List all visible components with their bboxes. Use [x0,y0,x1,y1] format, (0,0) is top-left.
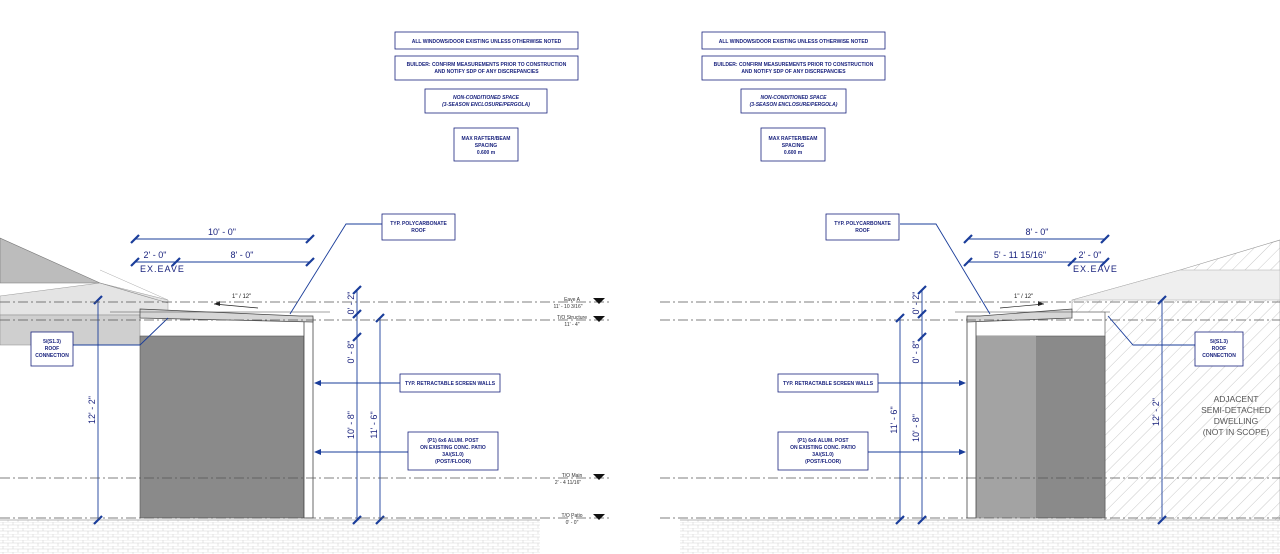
svg-text:TYP. POLYCARBONATE: TYP. POLYCARBONATE [390,221,447,227]
svg-text:TYP. RETRACTABLE SCREEN WALLS: TYP. RETRACTABLE SCREEN WALLS [405,381,496,387]
dim-main-right: 5' - 11 15/16" [994,250,1046,260]
svg-text:(P1) 6x6 ALUM. POST: (P1) 6x6 ALUM. POST [797,438,848,444]
note-rafter-2-right: SPACING [782,143,805,149]
dim-c-right: 10' - 8" [911,414,921,442]
note-nc-1-left: NON-CONDITIONED SPACE [453,95,520,101]
svg-text:TYP. POLYCARBONATE: TYP. POLYCARBONATE [834,221,891,227]
dim-top-right: 8' - 0" [1026,227,1049,237]
note-builder-2-right: AND NOTIFY SDP OF ANY DISCREPANCIES [741,69,846,75]
note-builder-1-left: BUILDER: CONFIRM MEASUREMENTS PRIOR TO C… [407,62,567,68]
left-elevation: 1" / 12" 10' - 0" 2' - 0" 8' - 0" EX.EAV… [0,213,540,554]
svg-text:(POST/FLOOR): (POST/FLOOR) [805,459,841,465]
enclosure-wall-left [139,335,305,519]
svg-text:ROOF: ROOF [45,346,59,352]
svg-text:DWELLING: DWELLING [1214,416,1258,426]
dim-main-left: 8' - 0" [231,250,254,260]
note-builder-1-right: BUILDER: CONFIRM MEASUREMENTS PRIOR TO C… [714,62,874,68]
dim-total-right: 12' - 2" [1151,398,1161,426]
svg-text:ROOF: ROOF [1212,346,1226,352]
roof-tag-right: TYP. POLYCARBONATE ROOF [825,213,900,241]
note-rafter-2-left: SPACING [475,143,498,149]
svg-text:SEMI-DETACHED: SEMI-DETACHED [1201,405,1271,415]
dim-d-right: 11' - 6" [889,406,899,433]
dim-c-left: 10' - 8" [346,411,356,439]
dim-b-left: 0' - 8" [346,341,356,364]
post-tag-right: (P1) 6x6 ALUM. POST ON EXISTING CONC. PA… [777,431,869,471]
dim-b-right: 0' - 8" [911,341,921,364]
adjacent-dwelling-label: ADJACENT SEMI-DETACHED DWELLING (NOT IN … [1201,394,1271,437]
svg-text:(P1) 6x6 ALUM. POST: (P1) 6x6 ALUM. POST [427,438,478,444]
notes-right: ALL WINDOWS/DOOR EXISTING UNLESS OTHERWI… [701,31,886,162]
note-rafter-3-right: 0.600 m [784,150,803,156]
svg-text:5/(S1.3): 5/(S1.3) [1210,339,1228,345]
level-tos-name: T/O Structure [557,315,587,321]
post-tag-left: (P1) 6x6 ALUM. POST ON EXISTING CONC. PA… [407,431,499,471]
svg-text:(POST/FLOOR): (POST/FLOOR) [435,459,471,465]
note-rafter-3-left: 0.600 m [477,150,496,156]
dim-eave-right: 2' - 0" [1079,250,1102,260]
post-left [303,317,314,519]
svg-text:ON EXISTING CONC. PATIO: ON EXISTING CONC. PATIO [420,445,486,451]
note-rafter-1-right: MAX RAFTER/BEAM [769,136,818,142]
roof-tag-left: TYP. POLYCARBONATE ROOF [381,213,456,241]
svg-text:3A/(S1.0): 3A/(S1.0) [812,452,834,458]
dim-a-left: 0' - 2" [346,292,356,315]
svg-text:5/(S1.3): 5/(S1.3) [43,339,61,345]
notes-left: ALL WINDOWS/DOOR EXISTING UNLESS OTHERWI… [394,31,579,162]
note-nc-1-right: NON-CONDITIONED SPACE [760,95,827,101]
level-patio-name: T/O Patio [561,513,582,519]
level-patio-value: 0' - 0" [566,520,579,526]
ground-left [0,520,540,554]
ground-right [680,520,1280,554]
svg-text:ROOF: ROOF [855,228,869,234]
dim-d-left: 11' - 6" [369,411,379,438]
roof-connection-tag-right: 5/(S1.3) ROOF CONNECTION [1194,331,1244,367]
svg-text:ON EXISTING CONC. PATIO: ON EXISTING CONC. PATIO [790,445,856,451]
note-windows-left: ALL WINDOWS/DOOR EXISTING UNLESS OTHERWI… [412,39,562,45]
slope-label-left: 1" / 12" [232,294,251,300]
existing-roof-left [0,237,101,284]
dim-total-left: 12' - 2" [87,396,97,424]
post-right [966,317,977,519]
svg-text:ADJACENT: ADJACENT [1214,394,1259,404]
dim-a-right: 0' - 2" [911,292,921,315]
svg-text:CONNECTION: CONNECTION [35,353,69,359]
slope-label-right: 1" / 12" [1014,294,1033,300]
note-builder-2-left: AND NOTIFY SDP OF ANY DISCREPANCIES [434,69,539,75]
level-lines-left: Eave A 11' - 10 3/16" T/O Structure 11' … [0,297,610,526]
svg-text:3A/(S1.0): 3A/(S1.0) [442,452,464,458]
note-nc-2-right: (3-SEASON ENCLOSURE/PERGOLA) [750,102,838,108]
svg-text:ROOF: ROOF [411,228,425,234]
level-main-value: 2' - 4 11/16" [555,480,581,486]
level-main-name: T/O Main [562,473,583,479]
note-rafter-1-left: MAX RAFTER/BEAM [462,136,511,142]
svg-text:CONNECTION: CONNECTION [1202,353,1236,359]
note-windows-right: ALL WINDOWS/DOOR EXISTING UNLESS OTHERWI… [719,39,869,45]
right-elevation: 1" / 12" 8' - 0" 5' - 11 15/16" 2' - 0" … [660,213,1280,554]
level-eave-name: Eave A [564,297,581,303]
ex-eave-right: EX.EAVE [1073,264,1118,274]
svg-text:(NOT IN SCOPE): (NOT IN SCOPE) [1203,427,1270,437]
level-tos-value: 11' - 4" [564,322,579,328]
level-eave-value: 11' - 10 3/16" [553,304,582,310]
dim-eave-left: 2' - 0" [144,250,167,260]
svg-text:TYP. RETRACTABLE SCREEN WALLS: TYP. RETRACTABLE SCREEN WALLS [783,381,874,387]
screen-wall-tag-left: TYP. RETRACTABLE SCREEN WALLS [399,373,501,393]
ex-eave-left: EX.EAVE [140,264,185,274]
existing-roof-lower-left [0,282,169,316]
screen-wall-tag-right: TYP. RETRACTABLE SCREEN WALLS [777,373,879,393]
dim-top-left: 10' - 0" [208,227,236,237]
note-nc-2-left: (3-SEASON ENCLOSURE/PERGOLA) [442,102,530,108]
roof-connection-tag-left: 5/(S1.3) ROOF CONNECTION [30,331,74,367]
